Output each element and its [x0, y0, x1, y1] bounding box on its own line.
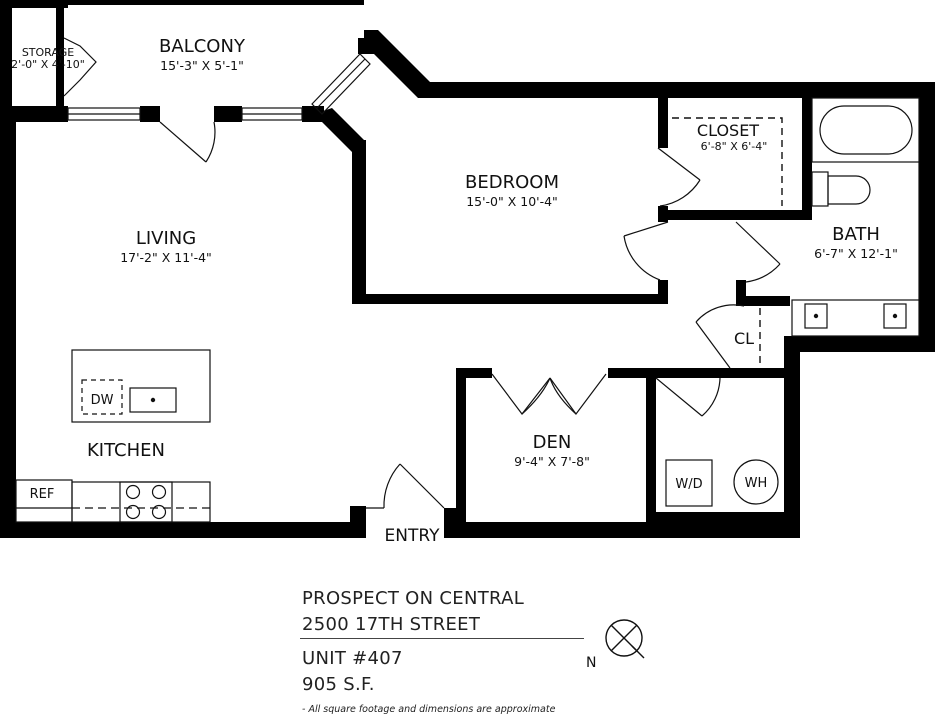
burner [151, 484, 167, 500]
kitchen-fixtures [15, 349, 211, 523]
bathtub-basin [819, 105, 913, 155]
bath-label: BATH [832, 224, 880, 245]
toilet-bowl [827, 175, 871, 205]
kitchen-island [71, 349, 211, 423]
disclaimer-note: - All square footage and dimensions are … [302, 704, 556, 715]
den-label: DEN [533, 432, 572, 453]
bathtub [811, 97, 920, 163]
walls [0, 0, 935, 538]
balcony-label: BALCONY [159, 36, 246, 57]
closet-shelf [672, 117, 783, 368]
burner [125, 484, 141, 500]
living-label: LIVING [136, 228, 196, 249]
dishwasher [81, 379, 123, 415]
cl-label: CL [734, 329, 754, 348]
range [119, 481, 173, 523]
bath-dims: 6'-7" X 12'-1" [814, 246, 898, 261]
utility-fixtures [665, 459, 779, 507]
closet-label: CLOSET [697, 121, 759, 140]
sink-right [883, 303, 907, 329]
storage-label: STORAGE [22, 46, 74, 59]
north-label: N [586, 655, 597, 671]
closet-dims: 6'-8" X 6'-4" [701, 140, 768, 153]
unit-number: UNIT #407 [302, 648, 403, 669]
sink-left [804, 303, 828, 329]
entry-label: ENTRY [385, 526, 441, 546]
windows [67, 53, 371, 121]
counter [71, 481, 211, 523]
toilet-tank [811, 171, 829, 207]
room-labels: BALCONY 15'-3" X 5'-1" STORAGE 2'-0" X 4… [11, 36, 898, 546]
kitchen-sink [129, 387, 177, 413]
burner [125, 504, 141, 520]
washer-dryer [665, 459, 713, 507]
divider [300, 638, 584, 639]
bath-fixtures [791, 97, 920, 337]
storage-dims: 2'-0" X 4'-10" [11, 58, 85, 71]
balcony-dims: 15'-3" X 5'-1" [160, 58, 244, 73]
square-footage: 905 S.F. [302, 674, 375, 695]
burner [151, 504, 167, 520]
bedroom-label: BEDROOM [465, 172, 559, 193]
dw-label: DW [91, 393, 114, 408]
doors [63, 37, 781, 509]
wd-label: W/D [675, 477, 702, 492]
water-heater [733, 459, 779, 505]
bedroom-dims: 15'-0" X 10'-4" [466, 194, 558, 209]
ref-label: REF [30, 487, 55, 502]
kitchen-label: KITCHEN [87, 440, 165, 461]
property-address: 2500 17TH STREET [302, 614, 481, 635]
north-arrow-icon [605, 619, 645, 659]
living-dims: 17'-2" X 11'-4" [120, 250, 212, 265]
wh-label: WH [745, 476, 768, 491]
den-dims: 9'-4" X 7'-8" [514, 454, 590, 469]
vanity [791, 299, 920, 337]
property-name: PROSPECT ON CENTRAL [302, 588, 525, 609]
